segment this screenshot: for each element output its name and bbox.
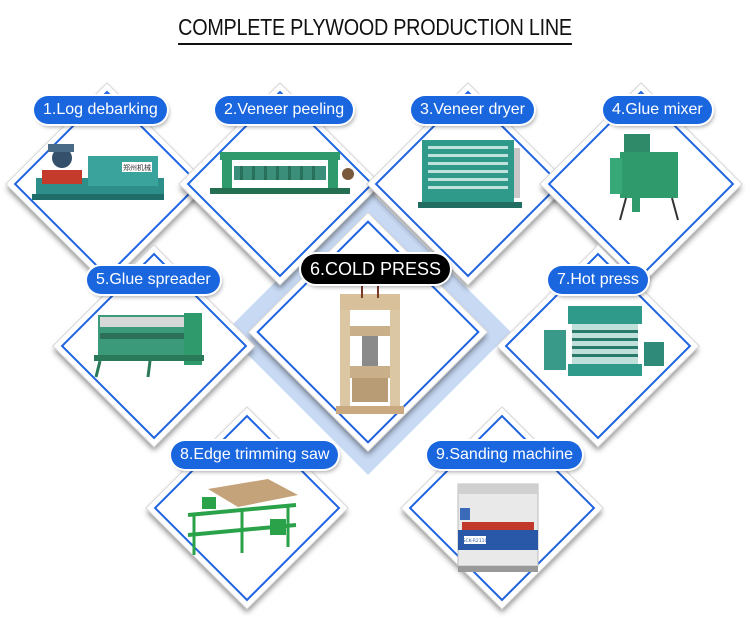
page-title: COMPLETE PLYWOOD PRODUCTION LINE — [53, 14, 698, 45]
label-edge-trimming-saw: 8.Edge trimming saw — [171, 441, 339, 469]
edge-trimming-saw-machine-icon — [187, 479, 298, 555]
cold-press-machine-icon — [336, 286, 404, 414]
log-debarking-machine-icon: 郑州机械 — [32, 144, 164, 200]
page-title-text: COMPLETE PLYWOOD PRODUCTION LINE — [178, 14, 572, 45]
label-veneer-dryer: 3.Veneer dryer — [411, 96, 534, 124]
sanding-machine-plate: SCK-R2110 — [463, 538, 488, 544]
glue-spreader-machine-icon — [94, 313, 204, 378]
label-glue-spreader: 5.Glue spreader — [87, 266, 220, 294]
label-sanding-machine: 9.Sanding machine — [427, 441, 582, 469]
glue-mixer-machine-icon — [610, 134, 679, 221]
label-glue-mixer: 4.Glue mixer — [603, 96, 712, 124]
label-veneer-peeling: 2.Veneer peeling — [215, 96, 354, 124]
label-hot-press: 7.Hot press — [548, 266, 648, 294]
hot-press-machine-icon — [544, 306, 664, 376]
veneer-dryer-machine-icon — [418, 140, 522, 208]
sanding-machine-icon: SCK-R2110 — [457, 483, 539, 572]
log-debarking-sign: 郑州机械 — [123, 163, 151, 172]
label-cold-press: 6.COLD PRESS — [301, 254, 451, 284]
label-log-debarking: 1.Log debarking — [34, 96, 167, 124]
veneer-peeling-machine-icon — [210, 152, 354, 194]
